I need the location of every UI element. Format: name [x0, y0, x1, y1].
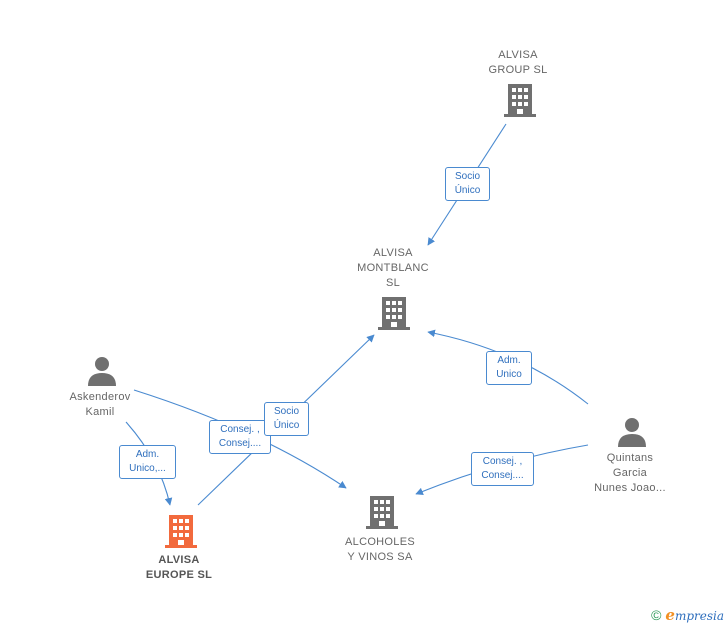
node-name-line: GROUP SL [488, 64, 548, 76]
edge-label-line: Único [454, 185, 481, 196]
node-label-alcoholes[interactable]: ALCOHOLES Y VINOS SA [330, 535, 430, 565]
node-label-quintans[interactable]: Quintans Garcia Nunes Joao... [580, 451, 680, 496]
brand-logo: empresia [665, 606, 724, 624]
copyright-icon: © [651, 607, 662, 623]
node-name-line: ALVISA [498, 49, 538, 61]
node-name-line: Askenderov [69, 391, 131, 403]
node-name-line: Garcia [612, 467, 648, 479]
edge-label-askenderov-europe[interactable]: Adm. Unico,... [119, 445, 176, 479]
node-name-line: Kamil [85, 406, 115, 418]
edge-label-quintans-alcoholes[interactable]: Consej. , Consej.... [471, 452, 534, 486]
edge-label-line: Socio [273, 406, 299, 417]
edge-label-line: Unico [496, 369, 522, 380]
person-icon[interactable] [86, 355, 118, 387]
edge-label-line: Consej. , [220, 424, 260, 435]
edge-label-line: Consej. , [482, 456, 523, 467]
node-name-line: Quintans [606, 452, 654, 464]
edge-label-line: Adm. [497, 355, 521, 366]
edge-label-askenderov-alcoholes[interactable]: Consej. , Consej.... [209, 420, 271, 454]
building-icon[interactable] [504, 82, 536, 118]
node-name-line: MONTBLANC [357, 262, 429, 274]
node-name-line: ALCOHOLES [345, 536, 415, 548]
node-label-alvisa-europe[interactable]: ALVISA EUROPE SL [129, 553, 229, 583]
brand-watermark[interactable]: © empresia [651, 606, 724, 624]
building-icon[interactable] [378, 295, 410, 331]
node-label-alvisa-montblanc[interactable]: ALVISA MONTBLANC SL [343, 246, 443, 291]
person-icon[interactable] [616, 416, 648, 448]
node-name-line: Nunes Joao... [594, 482, 666, 494]
edge-label-group-montblanc[interactable]: Socio Único [445, 167, 490, 201]
edge-label-quintans-montblanc[interactable]: Adm. Unico [486, 351, 532, 385]
edge-label-line: Único [273, 420, 300, 431]
edge-label-europe-montblanc[interactable]: Socio Único [264, 402, 309, 436]
node-label-alvisa-group[interactable]: ALVISA GROUP SL [468, 48, 568, 78]
node-name-line: ALVISA [373, 247, 413, 259]
building-icon[interactable] [165, 513, 197, 549]
edge-label-line: Consej.... [218, 438, 262, 449]
node-name-line: ALVISA [158, 554, 200, 566]
node-name-line: Y VINOS SA [347, 551, 413, 563]
node-label-askenderov[interactable]: Askenderov Kamil [50, 390, 150, 420]
node-name-line: SL [385, 277, 401, 289]
node-name-line: EUROPE SL [145, 569, 213, 581]
edge-label-line: Socio [454, 171, 480, 182]
edge-label-line: Adm. [135, 449, 160, 460]
building-icon[interactable] [366, 494, 398, 530]
edge-label-line: Unico,... [129, 463, 166, 474]
edge-label-line: Consej.... [481, 470, 524, 481]
